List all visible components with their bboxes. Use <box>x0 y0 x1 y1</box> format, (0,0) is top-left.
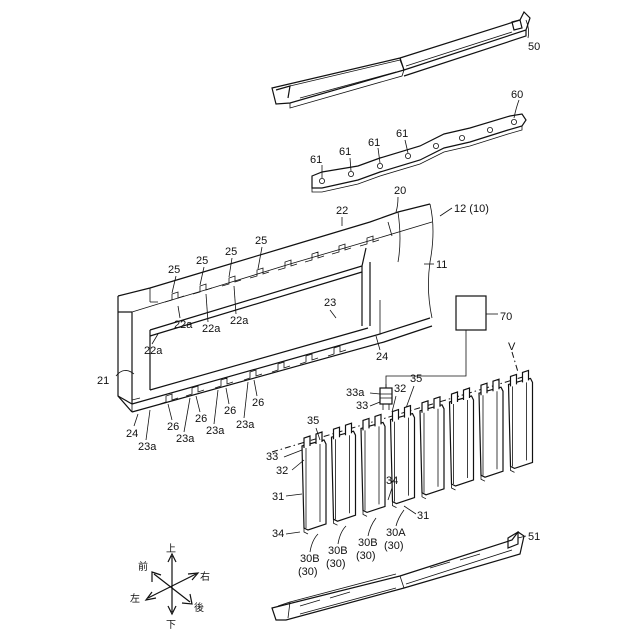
compass-right: 右 <box>200 570 210 583</box>
label-23a-4: 23a <box>236 419 255 431</box>
cell-plate <box>332 423 356 525</box>
lower-clips-26 <box>160 346 346 404</box>
label-30b-2: 30B <box>328 545 348 557</box>
label-35: 35 <box>410 373 422 385</box>
connector-part-33 <box>380 384 392 410</box>
label-30a: 30A <box>386 527 406 539</box>
label-61-d: 61 <box>396 128 408 140</box>
label-34-b: 34 <box>386 475 398 487</box>
compass-up: 上 <box>166 543 176 555</box>
label-31: 31 <box>272 491 284 503</box>
label-11: 11 <box>436 259 447 271</box>
compass-down: 下 <box>166 620 176 631</box>
label-30a-paren: (30) <box>384 540 404 552</box>
upper-rail-part-50 <box>272 12 530 108</box>
label-33-b: 33 <box>266 451 278 463</box>
label-25-a: 25 <box>168 264 180 276</box>
label-26-b: 26 <box>195 413 207 425</box>
label-23a-3: 23a <box>206 425 225 437</box>
cell-plate <box>361 414 385 516</box>
label-22: 22 <box>336 205 348 217</box>
cell-plate <box>391 406 415 508</box>
label-51: 51 <box>528 531 540 543</box>
label-30b-1: 30B <box>300 553 320 565</box>
label-70: 70 <box>500 311 512 323</box>
cell-plate <box>450 388 474 490</box>
label-23: 23 <box>324 297 336 309</box>
label-30b-3-paren: (30) <box>356 550 376 562</box>
label-22a-3: 22a <box>230 315 249 327</box>
label-34: 34 <box>272 528 284 540</box>
label-20: 20 <box>394 185 406 197</box>
label-26-c: 26 <box>224 405 236 417</box>
compass-left: 左 <box>130 592 140 605</box>
label-25-d: 25 <box>255 235 267 247</box>
label-50: 50 <box>528 41 540 53</box>
compass-back: 後 <box>194 601 204 614</box>
label-24-a: 24 <box>126 428 138 440</box>
label-12-10: 12 (10) <box>454 203 489 215</box>
compass-front: 前 <box>138 560 148 573</box>
label-61-a: 61 <box>310 154 322 166</box>
label-v: V <box>508 341 516 353</box>
label-31-b: 31 <box>417 510 429 522</box>
label-22a-4: 22a <box>144 345 163 357</box>
label-22a-1: 22a <box>174 319 193 331</box>
label-22a-2: 22a <box>202 323 221 335</box>
controller-box-70 <box>456 296 486 330</box>
cell-plate <box>509 370 533 472</box>
label-26-a: 26 <box>167 421 179 433</box>
label-25-c: 25 <box>225 246 237 258</box>
label-33: 33 <box>356 400 368 412</box>
label-61-c: 61 <box>368 137 380 149</box>
label-30b-3: 30B <box>358 537 378 549</box>
cell-plate <box>302 432 326 534</box>
direction-compass <box>146 554 198 614</box>
label-26-d: 26 <box>252 397 264 409</box>
label-32-b: 32 <box>276 465 288 477</box>
cell-plate <box>420 397 444 499</box>
label-61-b: 61 <box>339 146 351 158</box>
label-23a-1: 23a <box>138 441 157 453</box>
label-24-b: 24 <box>376 351 388 363</box>
label-30b-1-paren: (30) <box>298 566 318 578</box>
label-33a: 33a <box>346 387 365 399</box>
label-60: 60 <box>511 89 523 101</box>
label-35-b: 35 <box>307 415 319 427</box>
cell-plate <box>479 379 503 481</box>
label-25-b: 25 <box>196 255 208 267</box>
label-32: 32 <box>394 383 406 395</box>
label-23a-2: 23a <box>176 433 195 445</box>
label-21: 21 <box>97 375 109 387</box>
label-30b-2-paren: (30) <box>326 558 346 570</box>
